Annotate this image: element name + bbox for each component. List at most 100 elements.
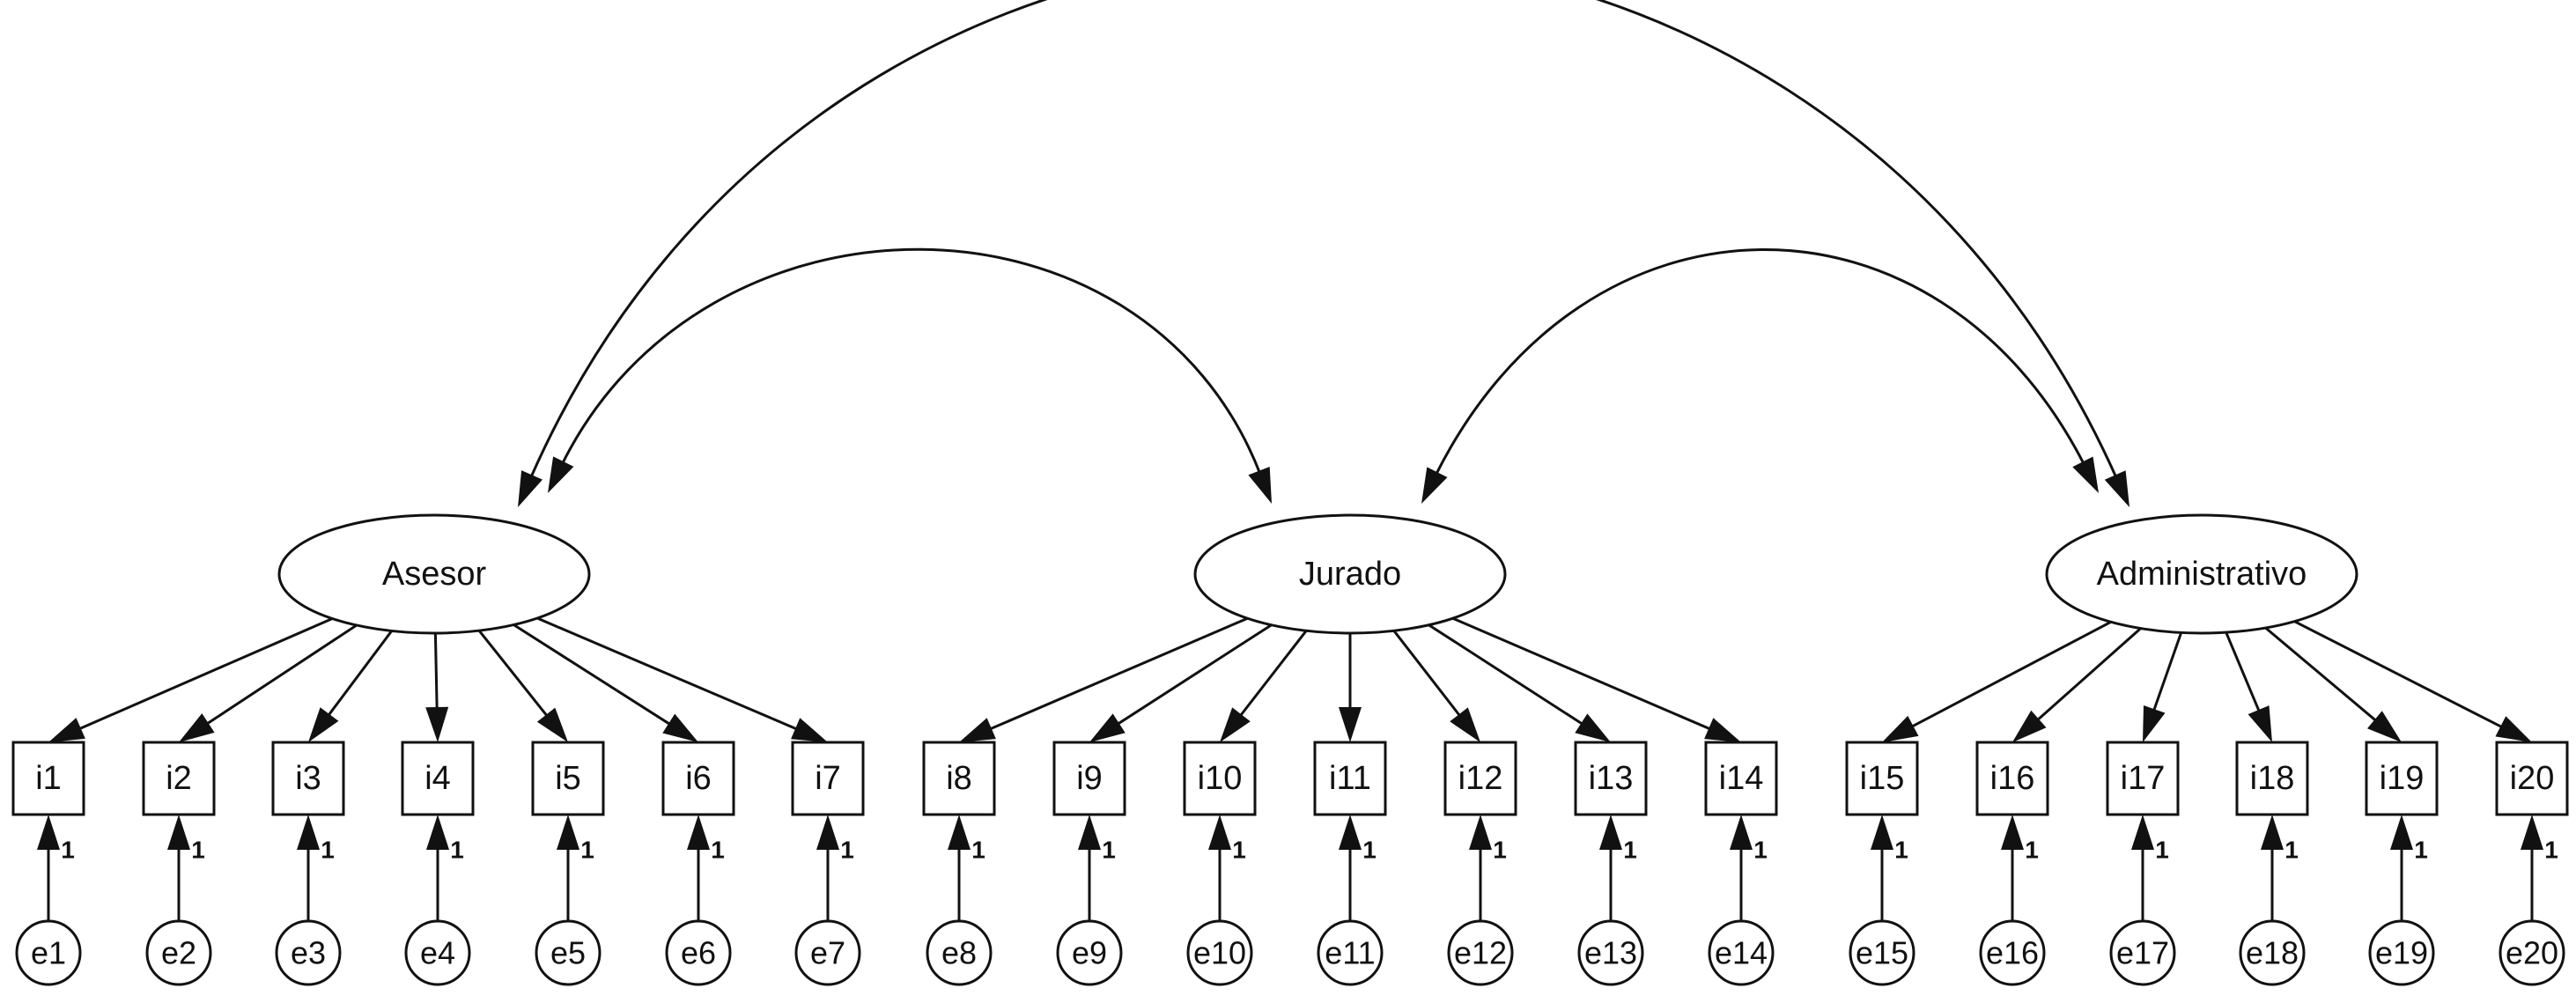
error-loading-label: 1 bbox=[840, 837, 854, 864]
error-e16: e16 bbox=[1979, 919, 2046, 986]
indicator-i3: i3 bbox=[271, 741, 345, 816]
indicator-box bbox=[922, 741, 996, 816]
indicator-box bbox=[1313, 741, 1387, 816]
error-arrowhead-e7 bbox=[816, 815, 839, 850]
indicator-label: i4 bbox=[424, 760, 451, 797]
error-label: e18 bbox=[2246, 935, 2299, 971]
error-e3: e3 bbox=[275, 919, 342, 986]
error-label: e4 bbox=[420, 935, 455, 971]
error-circle bbox=[1577, 919, 1644, 986]
latent-jurado: Jurado bbox=[1193, 513, 1507, 635]
error-e20: e20 bbox=[2498, 919, 2565, 986]
loading-arrowhead-i20 bbox=[2495, 716, 2532, 742]
indicator-label: i13 bbox=[1589, 760, 1634, 797]
loading-arrowhead-i10 bbox=[1220, 707, 1251, 742]
error-label: e19 bbox=[2375, 935, 2428, 971]
error-label: e1 bbox=[31, 935, 66, 971]
indicator-label: i19 bbox=[2380, 760, 2425, 797]
indicator-box bbox=[1975, 741, 2049, 816]
indicator-i15: i15 bbox=[1845, 741, 1919, 816]
error-loading-label: 1 bbox=[2284, 837, 2299, 864]
error-e7: e7 bbox=[794, 919, 861, 986]
indicator-label: i14 bbox=[1719, 760, 1764, 797]
error-circle bbox=[1708, 919, 1775, 986]
error-loading-label: 1 bbox=[2025, 837, 2039, 864]
indicator-label: i11 bbox=[1329, 760, 1371, 797]
indicator-i12: i12 bbox=[1443, 741, 1517, 816]
indicator-i11: i11 bbox=[1313, 741, 1387, 816]
error-loading-label: 1 bbox=[1493, 837, 1507, 864]
loading-jurado-i12 bbox=[1392, 630, 1463, 719]
covariance-arrowhead-administrativo bbox=[2104, 470, 2129, 507]
error-circle bbox=[2368, 919, 2435, 986]
indicator-label: i8 bbox=[946, 760, 972, 797]
indicator-label: i7 bbox=[815, 760, 841, 797]
error-circle bbox=[1849, 919, 1915, 986]
error-label: e12 bbox=[1454, 935, 1507, 971]
error-label: e9 bbox=[1072, 935, 1107, 971]
loading-administrativo-i19 bbox=[2264, 626, 2379, 723]
covariance-arrowhead-jurado bbox=[1248, 467, 1272, 504]
error-arrowhead-e13 bbox=[1599, 815, 1622, 850]
error-e10: e10 bbox=[1186, 919, 1253, 986]
loading-arrowhead-i11 bbox=[1339, 707, 1362, 742]
indicator-box bbox=[1574, 741, 1648, 816]
indicator-label: i15 bbox=[1860, 760, 1905, 797]
latent-label: Asesor bbox=[382, 556, 487, 593]
error-circle bbox=[1979, 919, 2046, 986]
error-e2: e2 bbox=[145, 919, 212, 986]
error-arrowhead-e4 bbox=[426, 815, 449, 850]
error-loading-label: 1 bbox=[321, 837, 335, 864]
error-arrowhead-e16 bbox=[2001, 815, 2024, 850]
indicator-box bbox=[1704, 741, 1778, 816]
error-label: e14 bbox=[1715, 935, 1768, 971]
error-loading-label: 1 bbox=[1753, 837, 1768, 864]
error-circle bbox=[794, 919, 861, 986]
loading-arrowhead-i1 bbox=[48, 718, 85, 742]
error-arrowhead-e8 bbox=[948, 815, 971, 850]
indicator-i10: i10 bbox=[1183, 741, 1257, 816]
indicator-box bbox=[531, 741, 605, 816]
loading-arrowhead-i14 bbox=[1704, 718, 1741, 742]
error-arrowhead-e5 bbox=[557, 815, 579, 850]
loading-asesor-i4 bbox=[433, 632, 439, 712]
indicator-label: i17 bbox=[2121, 760, 2166, 797]
loading-jurado-i9 bbox=[1115, 623, 1273, 726]
indicator-box bbox=[2106, 741, 2180, 816]
indicator-box bbox=[1052, 741, 1126, 816]
error-label: e10 bbox=[1193, 935, 1246, 971]
error-arrowhead-e1 bbox=[37, 815, 60, 850]
loading-administrativo-i16 bbox=[2034, 627, 2142, 723]
indicator-box bbox=[791, 741, 865, 816]
indicator-label: i6 bbox=[685, 760, 712, 797]
loading-arrowhead-i3 bbox=[308, 707, 339, 742]
error-label: e2 bbox=[161, 935, 196, 971]
error-loading-label: 1 bbox=[1232, 837, 1246, 864]
indicator-i4: i4 bbox=[401, 741, 475, 816]
error-label: e13 bbox=[1584, 935, 1637, 971]
error-circle bbox=[1447, 919, 1514, 986]
error-label: e5 bbox=[550, 935, 586, 971]
indicator-box bbox=[142, 741, 216, 816]
error-loading-label: 1 bbox=[191, 837, 205, 864]
error-label: e17 bbox=[2116, 935, 2169, 971]
indicator-box bbox=[2495, 741, 2569, 816]
covariance-layer bbox=[518, 0, 2129, 507]
loading-asesor-i6 bbox=[513, 623, 673, 726]
loading-asesor-i7 bbox=[536, 616, 800, 732]
indicator-box bbox=[2235, 741, 2309, 816]
loading-administrativo-i17 bbox=[2152, 631, 2183, 713]
error-arrowhead-e20 bbox=[2521, 815, 2543, 850]
error-loading-label: 1 bbox=[1894, 837, 1908, 864]
error-circle bbox=[665, 919, 732, 986]
indicator-i1: i1 bbox=[11, 741, 85, 816]
indicator-i16: i16 bbox=[1975, 741, 2049, 816]
loading-arrowhead-i13 bbox=[1575, 713, 1611, 742]
error-arrowhead-e9 bbox=[1078, 815, 1101, 850]
indicator-label: i12 bbox=[1458, 760, 1503, 797]
error-label: e16 bbox=[1986, 935, 2039, 971]
indicator-i2: i2 bbox=[142, 741, 216, 816]
loading-asesor-i1 bbox=[77, 617, 333, 731]
indicator-label: i3 bbox=[295, 760, 321, 797]
error-loading-label: 1 bbox=[971, 837, 985, 864]
